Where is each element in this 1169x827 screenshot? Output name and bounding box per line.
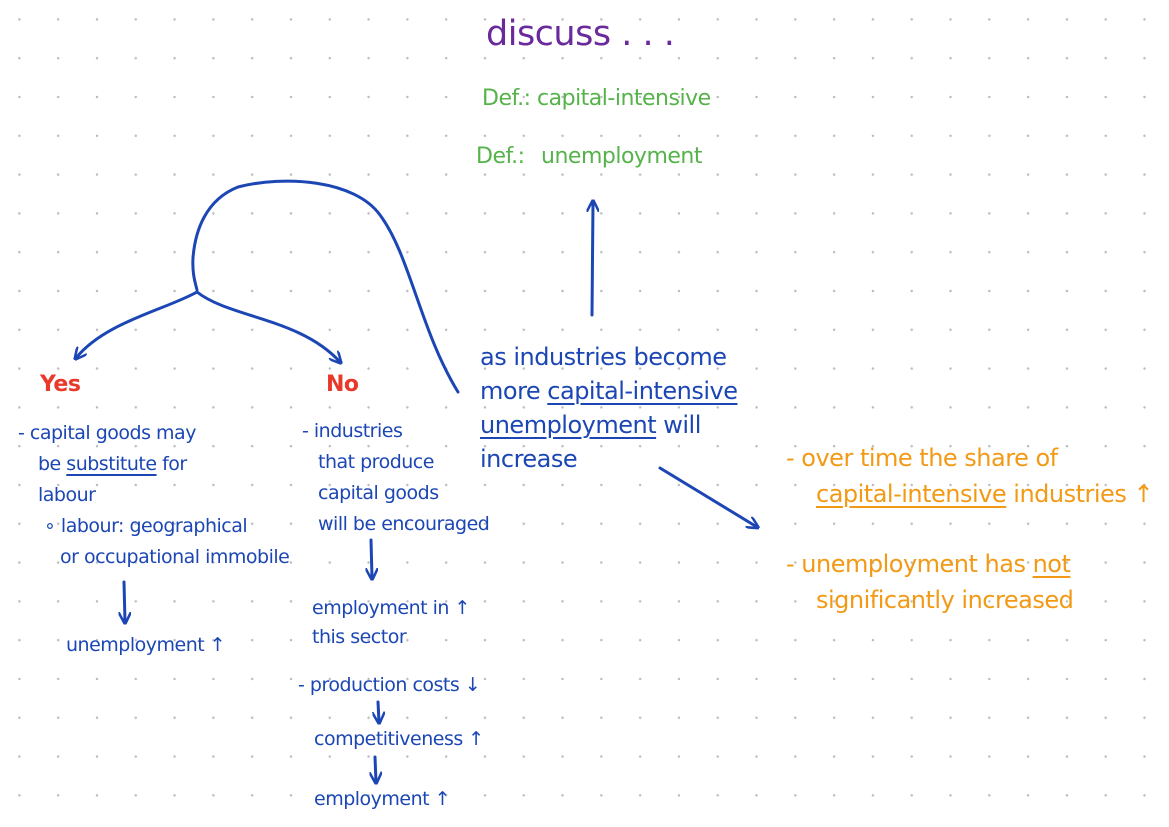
no-line: employment in ↑	[312, 597, 470, 619]
no-argument: - industries that produce capital goods …	[302, 416, 490, 540]
evidence-line: significantly increased	[816, 586, 1074, 614]
yes-line: or occupational immobile	[60, 546, 290, 568]
fork-arrow-yes	[76, 290, 199, 358]
yes-down-arrow	[124, 580, 125, 622]
no-competitiveness: competitiveness ↑	[314, 728, 484, 750]
no-production-costs: - production costs ↓	[298, 674, 481, 696]
no-down-arrow-1	[371, 538, 372, 578]
no-employment-sector: employment in ↑ this sector	[312, 594, 470, 652]
no-label: No	[326, 372, 359, 397]
no-line: that produce	[318, 451, 434, 473]
statement-line: as industries become	[480, 343, 727, 371]
no-line: this sector	[312, 626, 407, 648]
evidence-line: - over time the share of	[786, 444, 1058, 472]
evidence-arrow	[658, 466, 757, 527]
statement-line: unemployment will	[480, 411, 701, 439]
yes-line: ∘ labour: geographical	[44, 515, 248, 537]
evidence-notes: - over time the share of capital-intensi…	[786, 440, 1154, 618]
statement-line: increase	[480, 445, 578, 473]
no-down-arrow-2	[378, 700, 379, 722]
evidence-line: capital-intensive industries ↑	[816, 480, 1154, 508]
yes-result: unemployment ↑	[66, 634, 226, 656]
page-title: discuss . . .	[486, 14, 675, 54]
yes-label: Yes	[40, 372, 81, 397]
loop-connector	[191, 179, 460, 394]
fork-arrow-no	[195, 290, 340, 362]
def-term: unemployment	[541, 144, 702, 169]
no-line: will be encouraged	[318, 513, 490, 535]
statement-line: more capital-intensive	[480, 377, 738, 405]
def-prefix: Def.:	[482, 86, 531, 111]
yes-line: - capital goods may	[18, 422, 196, 444]
definition-capital-intensive: Def.: capital-intensive	[482, 86, 711, 111]
no-down-arrow-3	[375, 755, 376, 782]
yes-line: be substitute for	[38, 453, 187, 475]
no-line: capital goods	[318, 482, 439, 504]
yes-argument: - capital goods may be substitute for la…	[18, 418, 290, 573]
up-arrow	[592, 202, 593, 317]
no-employment-final: employment ↑	[314, 788, 451, 810]
def-prefix: Def.:	[476, 144, 525, 169]
no-line: - industries	[302, 420, 403, 442]
evidence-line: - unemployment has not	[786, 550, 1071, 578]
central-statement: as industries become more capital-intens…	[480, 340, 738, 476]
def-term: capital-intensive	[537, 86, 711, 111]
definition-unemployment: Def.: unemployment	[476, 144, 702, 169]
yes-line: labour	[38, 484, 96, 506]
